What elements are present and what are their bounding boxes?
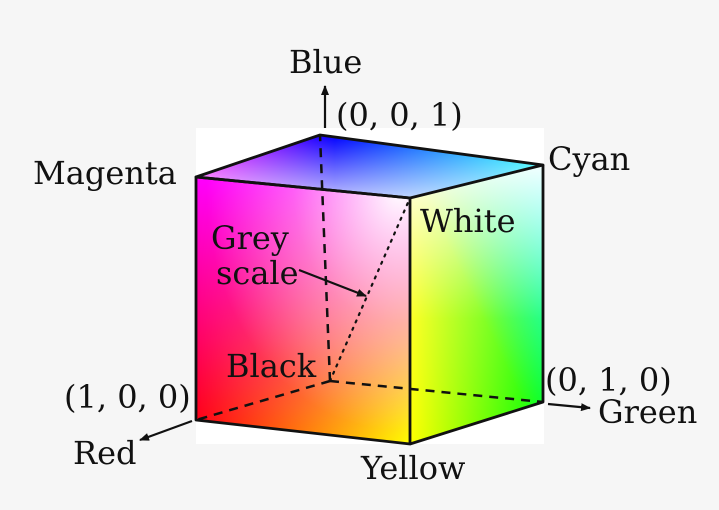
grey-scale-label-line1: Grey: [211, 219, 289, 257]
side-face: [410, 165, 543, 444]
white-label: White: [420, 202, 516, 240]
red-axis-arrow: [139, 419, 193, 442]
visible-edges: [194, 133, 545, 446]
hidden-edges: [195, 134, 544, 422]
blue-coordinate-label: (0, 0, 1): [336, 96, 463, 134]
green-label: Green: [598, 393, 698, 431]
yellow-label: Yellow: [361, 449, 466, 487]
hidden-edge-red-axis: [195, 379, 331, 422]
front-face: [196, 177, 410, 444]
top-face: [196, 135, 543, 198]
axis-arrows: [139, 85, 591, 442]
cyan-label: Cyan: [548, 140, 631, 178]
black-label: Black: [226, 347, 317, 385]
magenta-label: Magenta: [33, 154, 177, 192]
green-coordinate-label: (0, 1, 0): [545, 361, 672, 399]
grey-scale-pointer-arrow: [298, 268, 367, 298]
grey-scale-label-line2: scale: [216, 254, 299, 292]
red-coordinate-label: (1, 0, 0): [64, 378, 191, 416]
blue-label: Blue: [289, 43, 363, 81]
green-axis-arrow: [547, 402, 591, 412]
grey-scale-diagonal: [328, 196, 412, 383]
hidden-edge-green-axis: [329, 379, 544, 404]
red-label: Red: [73, 434, 137, 472]
